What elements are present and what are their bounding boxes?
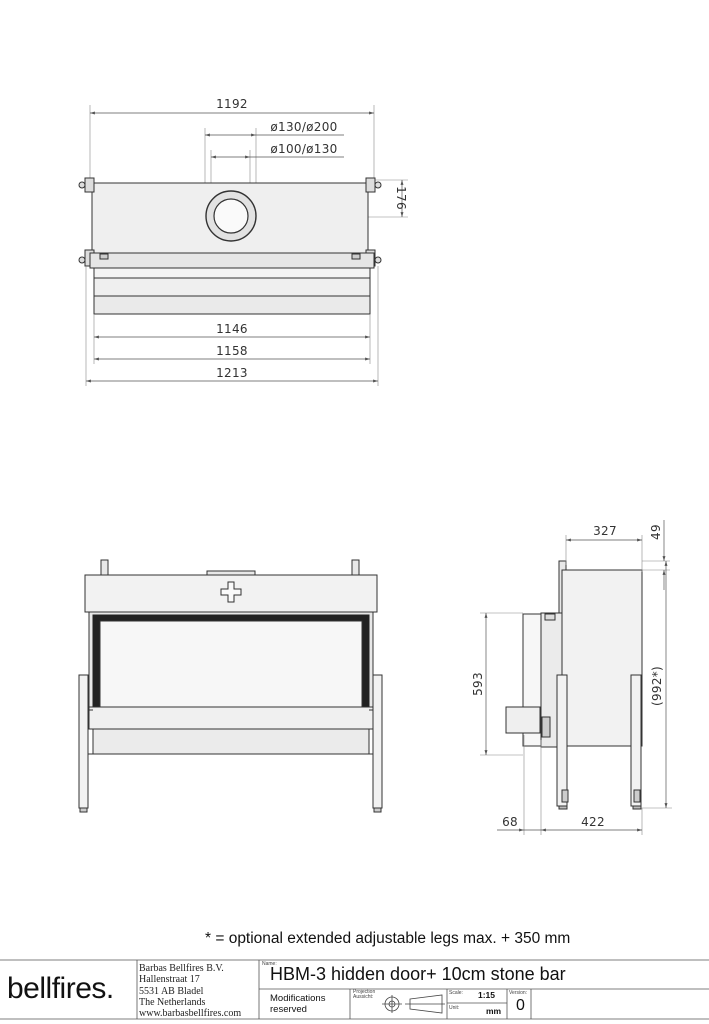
- version-label: Version:: [509, 990, 528, 996]
- address-line: 5531 AB Bladel: [139, 985, 204, 997]
- dim-bottom-1146: 1146: [216, 322, 248, 336]
- name-label: Name:: [262, 961, 277, 967]
- dim-side-68: 68: [502, 815, 518, 829]
- dim-side-49: 49: [649, 524, 663, 540]
- dim-bottom-1213: 1213: [216, 366, 248, 380]
- dim-side-593: 593: [471, 672, 485, 696]
- side-view: [505, 560, 643, 810]
- dim-flue-outer: ø130/ø200: [270, 120, 337, 134]
- scale-label: Scale:: [449, 990, 463, 996]
- side-view-dimensions: [480, 520, 672, 835]
- modifications-note: Modifications reserved: [270, 993, 325, 1015]
- scale-value: 1:15: [478, 990, 496, 1000]
- dim-side-422: 422: [581, 815, 605, 829]
- address-line: Barbas Bellfires B.V.: [139, 963, 224, 974]
- dim-side-327: 327: [593, 524, 617, 538]
- modifications-line: reserved: [270, 1004, 307, 1015]
- unit-value: mm: [486, 1006, 502, 1016]
- address-line: The Netherlands: [139, 996, 206, 1008]
- unit-label: Unit:: [449, 1005, 460, 1011]
- dim-bottom-1158: 1158: [216, 344, 248, 358]
- address-line: Hallenstraat 17: [139, 974, 200, 986]
- legs-note: * = optional extended adjustable legs ma…: [205, 930, 571, 947]
- top-view-dimensions: [85, 111, 404, 386]
- projection-label: Projection Aussicht:: [353, 989, 376, 1000]
- version-value: 0: [516, 997, 525, 1014]
- dim-flue-inner: ø100/ø130: [270, 142, 337, 156]
- drawing-title: HBM-3 hidden door+ 10cm stone bar: [270, 964, 566, 984]
- dim-flue-offset: 176: [394, 186, 408, 210]
- company-address: Barbas Bellfires B.V. Hallenstraat 17 55…: [139, 963, 241, 1019]
- dim-top-width: 1192: [216, 97, 248, 111]
- modifications-line: Modifications: [270, 993, 326, 1004]
- dim-side-992: (992*): [650, 666, 664, 706]
- projection-symbol-icon: [382, 994, 445, 1014]
- title-block-frame: [0, 959, 709, 1020]
- top-view: [78, 105, 408, 315]
- bellfires-logo: bellfires.: [7, 972, 114, 1005]
- address-line: www.barbasbellfires.com: [139, 1008, 242, 1020]
- front-view: [78, 559, 383, 813]
